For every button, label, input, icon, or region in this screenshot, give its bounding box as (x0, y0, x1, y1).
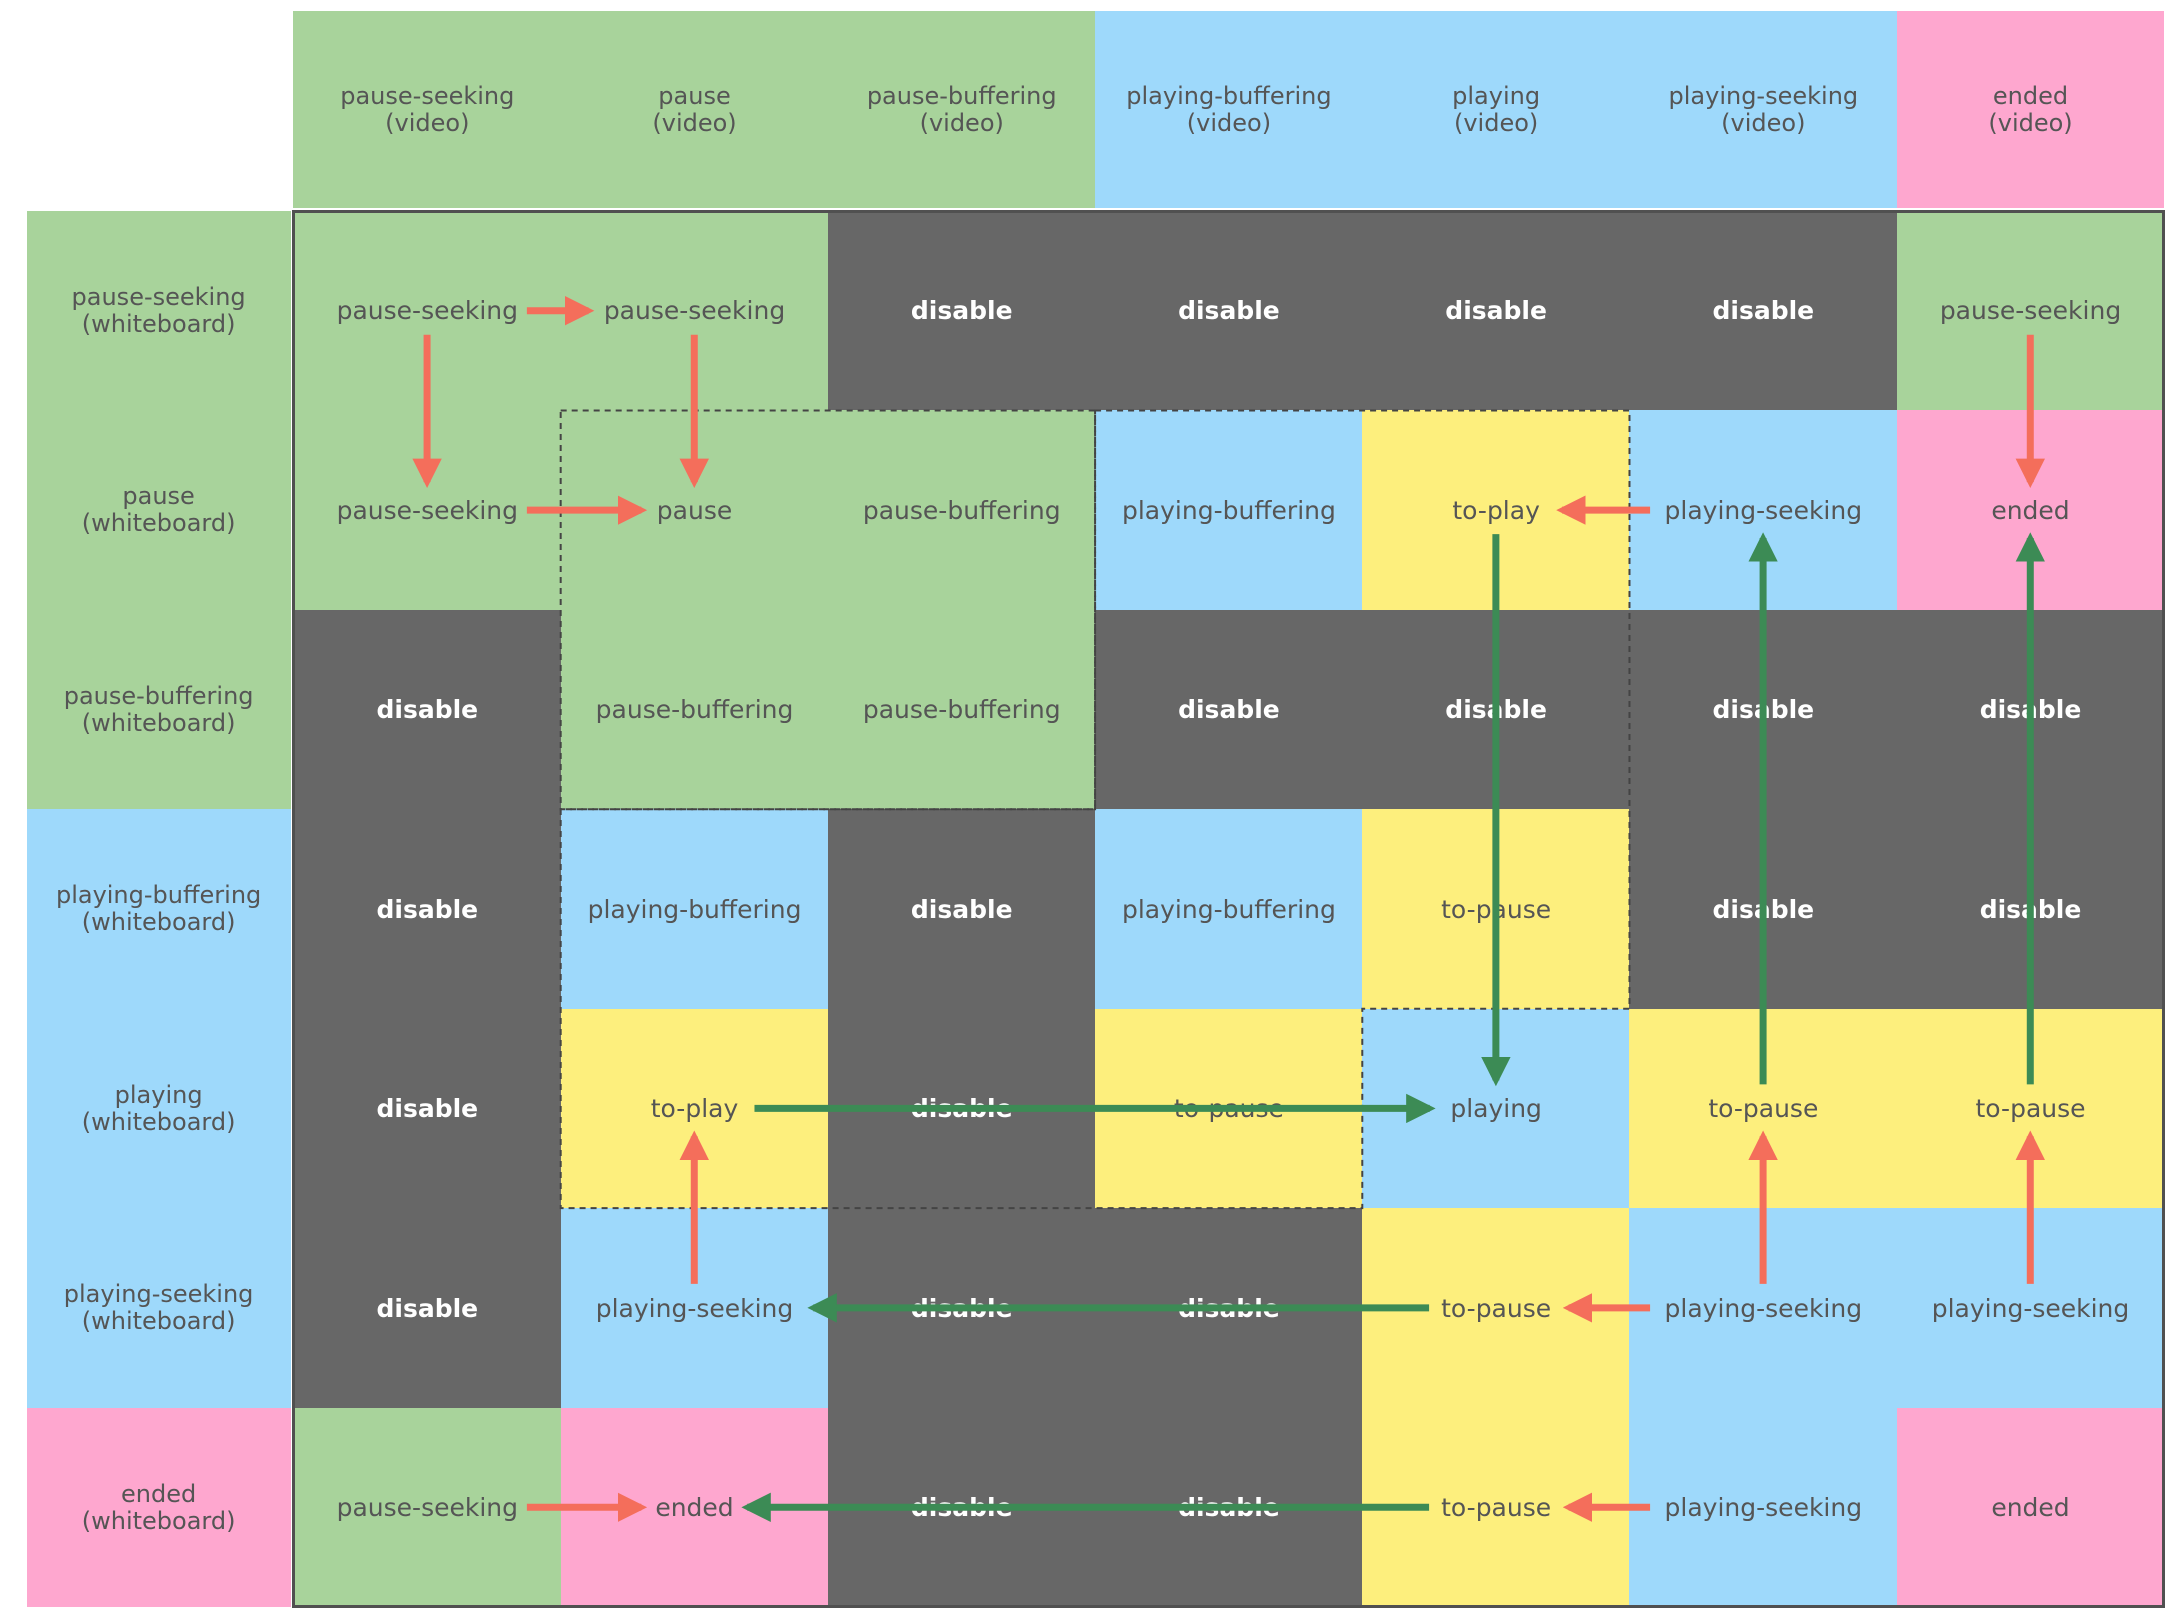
column-header-2: pause-buffering (video) (827, 11, 1096, 209)
column-header-5: playing-seeking (video) (1629, 11, 1898, 209)
row-header-1: pause (whiteboard) (26, 410, 291, 611)
column-header-2-label: pause-buffering (video) (866, 81, 1057, 137)
grid-border (292, 210, 2165, 1608)
column-header-3-label: playing-buffering (video) (1126, 81, 1332, 137)
state-cell-label: pause-seeking (336, 296, 518, 326)
state-cell-label: disable (1178, 296, 1280, 326)
state-cell-label: to-pause (1441, 1493, 1552, 1522)
state-cell-label: disable (376, 1293, 479, 1323)
column-header-5-label: playing-seeking (video) (1668, 81, 1859, 137)
state-cell-label: pause-seeking (1939, 296, 2122, 326)
state-cell: disable (293, 809, 562, 1010)
state-cell-label: playing-seeking (1931, 1293, 2130, 1323)
column-header-1: pause (video) (560, 11, 829, 209)
column-header-0-label: pause-seeking (video) (340, 81, 515, 137)
column-header-6-label: ended (video) (1988, 81, 2073, 137)
state-cell: disable (827, 211, 1096, 411)
row-header-2: pause-buffering (whiteboard) (26, 609, 291, 810)
state-cell-label: disable (376, 695, 479, 725)
state-cell-label: playing-seeking (595, 1293, 794, 1323)
state-cell: pause-seeking (293, 1407, 562, 1608)
state-cell-label: disable (1445, 296, 1547, 326)
row-header-4: playing (whiteboard) (26, 1008, 291, 1209)
state-cell: disable (1629, 211, 1898, 411)
state-cell-label: playing-seeking (1664, 1293, 1863, 1323)
state-cell-label: pause-seeking (336, 1493, 518, 1522)
row-header-5-label: playing-seeking (whiteboard) (63, 1280, 254, 1336)
state-cell-label: disable (910, 296, 1013, 326)
column-header-0: pause-seeking (video) (293, 11, 562, 209)
state-cell: playing-seeking (1896, 1208, 2165, 1409)
state-cell-label: to-pause (1708, 1094, 1819, 1124)
column-header-6: ended (video) (1896, 11, 2165, 209)
state-cell-label: playing-seeking (1664, 1493, 1863, 1522)
state-cell-label: ended (1991, 1493, 2070, 1522)
row-header-5: playing-seeking (whiteboard) (26, 1208, 291, 1409)
state-cell-label: disable (1712, 296, 1815, 326)
row-header-1-label: pause (whiteboard) (81, 482, 236, 538)
state-cell-label: to-pause (1441, 1293, 1552, 1323)
row-header-4-label: playing (whiteboard) (81, 1080, 236, 1136)
state-cell-label: pause-seeking (603, 296, 786, 326)
row-header-0-label: pause-seeking (whiteboard) (71, 282, 246, 338)
column-header-3: playing-buffering (video) (1095, 11, 1363, 209)
state-cell: playing-seeking (1629, 1407, 1898, 1608)
state-cell: disable (293, 1008, 562, 1209)
state-cell: disable (293, 609, 562, 810)
state-cell-label: disable (376, 1094, 479, 1124)
column-header-4-label: playing (video) (1452, 81, 1541, 137)
state-cell: disable (293, 1208, 562, 1409)
state-cell: ended (1896, 1407, 2165, 1608)
state-cell-label: playing-seeking (1664, 495, 1863, 525)
row-header-3-label: playing-buffering (whiteboard) (55, 881, 262, 937)
row-header-3: playing-buffering (whiteboard) (26, 809, 291, 1010)
row-header-2-label: pause-buffering (whiteboard) (63, 681, 254, 737)
row-header-0: pause-seeking (whiteboard) (26, 211, 291, 411)
state-cell: disable (1362, 211, 1630, 411)
column-header-1-label: pause (video) (652, 81, 737, 137)
state-cell-label: to-pause (1975, 1094, 2086, 1124)
state-cell-label: ended (655, 1493, 734, 1522)
column-header-4: playing (video) (1362, 11, 1630, 209)
state-cell-label: disable (376, 894, 479, 924)
state-cell: disable (1095, 211, 1363, 411)
row-header-6-label: ended (whiteboard) (81, 1479, 236, 1535)
state-cell-label: ended (1991, 495, 2070, 525)
state-cell-label: pause-seeking (336, 495, 518, 525)
row-header-6: ended (whiteboard) (26, 1407, 291, 1608)
